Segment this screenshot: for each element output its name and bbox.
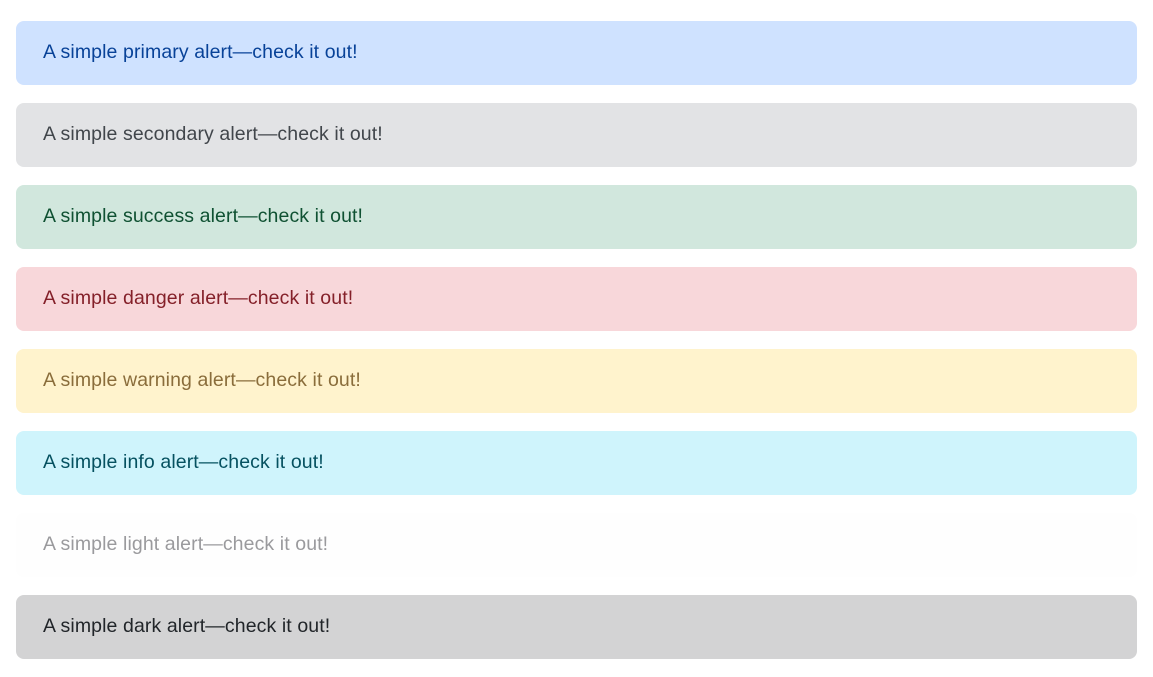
alert-info-message: A simple info alert—check it out!: [43, 451, 324, 474]
alert-secondary-message: A simple secondary alert—check it out!: [43, 123, 383, 146]
alert-secondary: A simple secondary alert—check it out!: [16, 103, 1137, 167]
alert-light: A simple light alert—check it out!: [16, 513, 1137, 577]
alert-danger-message: A simple danger alert—check it out!: [43, 287, 354, 310]
alert-warning: A simple warning alert—check it out!: [16, 349, 1137, 413]
alert-success: A simple success alert—check it out!: [16, 185, 1137, 249]
alert-dark: A simple dark alert—check it out!: [16, 595, 1137, 659]
alert-dark-message: A simple dark alert—check it out!: [43, 615, 331, 638]
alert-success-message: A simple success alert—check it out!: [43, 205, 364, 228]
alert-info: A simple info alert—check it out!: [16, 431, 1137, 495]
alert-warning-message: A simple warning alert—check it out!: [43, 369, 361, 392]
alert-stack: A simple primary alert—check it out! A s…: [16, 21, 1137, 659]
alert-primary: A simple primary alert—check it out!: [16, 21, 1137, 85]
alert-primary-message: A simple primary alert—check it out!: [43, 41, 358, 64]
alert-danger: A simple danger alert—check it out!: [16, 267, 1137, 331]
alert-light-message: A simple light alert—check it out!: [43, 533, 329, 556]
